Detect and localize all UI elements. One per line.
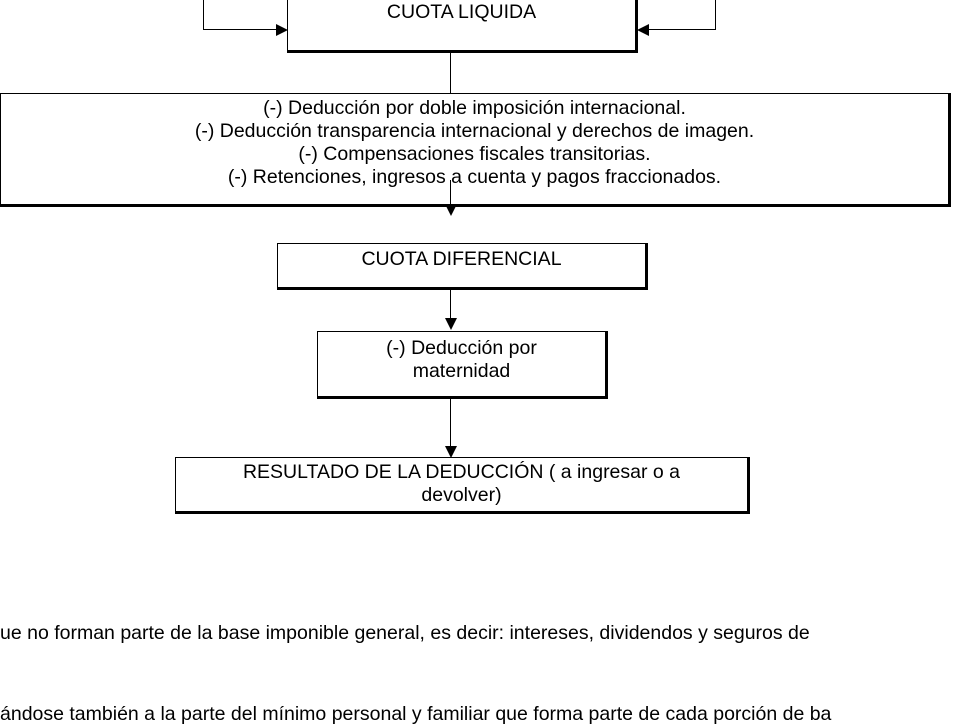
- left-connector-horizontal: [203, 29, 279, 30]
- node-cuota-diferencial: CUOTA DIFERENCIAL: [277, 243, 648, 290]
- edge-cuota-diferencial-arrowhead: [445, 318, 457, 330]
- left-connector-vertical: [203, 0, 204, 30]
- node-resultado-label: RESULTADO DE LA DEDUCCIÓN ( a ingresar o…: [242, 461, 681, 506]
- right-connector-vertical: [715, 0, 716, 30]
- edge-maternidad-resultado: [450, 399, 451, 447]
- body-text-line-1: ue no forman parte de la base imponible …: [0, 622, 810, 644]
- node-deducciones: (-) Deducción por doble imposición inter…: [0, 93, 951, 207]
- node-deducciones-label: (-) Deducción por doble imposición inter…: [194, 97, 755, 188]
- node-cuota-liquida-label: CUOTA LIQUIDA: [386, 1, 537, 23]
- node-resultado: RESULTADO DE LA DEDUCCIÓN ( a ingresar o…: [175, 457, 750, 514]
- node-deduccion-maternidad: (-) Deducción por maternidad: [317, 331, 608, 399]
- edge-deducciones-arrowhead: [445, 204, 457, 216]
- node-deduccion-maternidad-label: (-) Deducción por maternidad: [386, 337, 537, 382]
- edge-deducciones-cuota-diferencial: [450, 180, 451, 208]
- node-cuota-diferencial-label: CUOTA DIFERENCIAL: [361, 248, 562, 270]
- edge-cuota-liquida-deducciones: [450, 53, 451, 94]
- left-connector-arrowhead: [276, 24, 288, 36]
- body-text-line-2: ándose también a la parte del mínimo per…: [0, 703, 832, 725]
- right-connector-arrowhead: [637, 24, 649, 36]
- right-connector-horizontal: [648, 29, 716, 30]
- edge-cuota-diferencial-maternidad: [450, 290, 451, 318]
- edge-maternidad-arrowhead: [445, 446, 457, 458]
- node-cuota-liquida: CUOTA LIQUIDA: [287, 0, 638, 53]
